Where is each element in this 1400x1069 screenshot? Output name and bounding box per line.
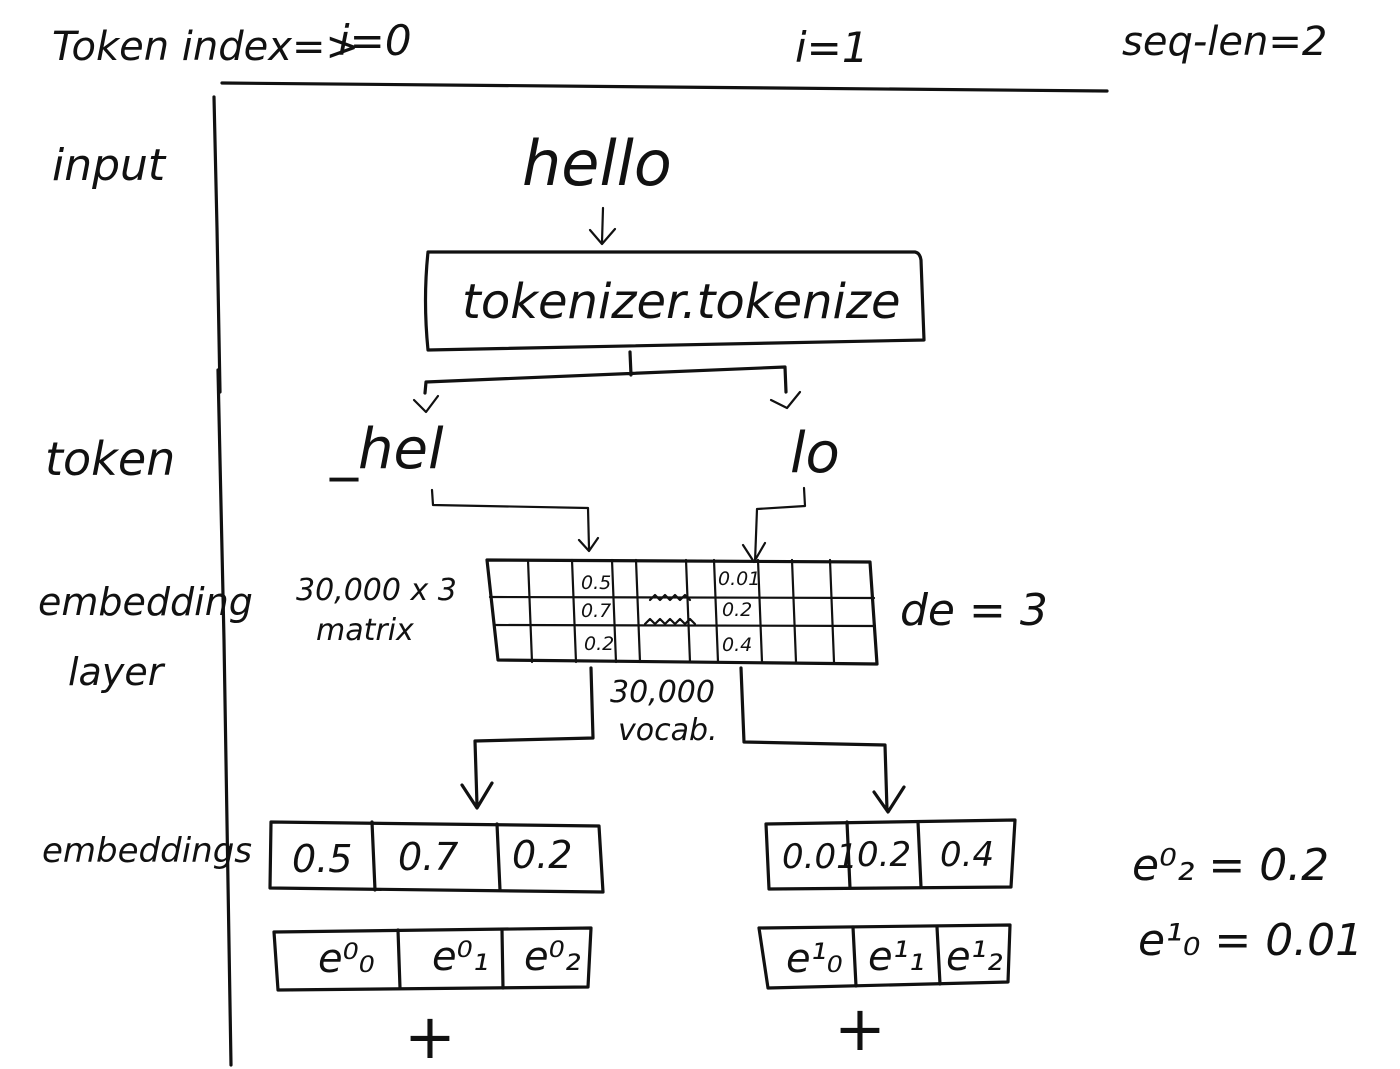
input-word: hello: [522, 127, 672, 200]
matrix-de-label: de = 3: [900, 585, 1048, 636]
split-arrow: [423, 350, 788, 395]
row-label-layer: layer: [68, 650, 166, 694]
vec1-value-0: 0.01: [782, 837, 858, 877]
tokenizer-label: tokenizer.tokenize: [462, 274, 901, 330]
matrix-col0-v1: 0.7: [581, 600, 611, 622]
matrix-vocab-line2: vocab.: [618, 713, 718, 748]
header-underline: [220, 81, 1109, 93]
matrix-col-line: [684, 558, 692, 664]
token-index-i1: i=1: [795, 23, 869, 72]
matrix-col-line: [570, 558, 578, 664]
matrix-col-line: [526, 558, 534, 664]
matrix-row-line: [492, 623, 877, 628]
vec0-symbol-2: e⁰₂: [524, 934, 581, 980]
vector0-value-divider: [370, 820, 377, 892]
row-label-embedding: embedding: [38, 580, 253, 624]
row-label-input: input: [52, 140, 167, 191]
split-arrowhead-left: [412, 394, 440, 414]
vector1-symbol-divider: [935, 925, 942, 986]
matrix-border: [485, 558, 879, 666]
matrix-squiggle-top: [648, 593, 692, 602]
vector1-symbol-box: [757, 923, 1012, 990]
plus-sign-0: +: [404, 1000, 456, 1069]
matrix-col-line: [712, 558, 720, 664]
embedding-vectors: [268, 818, 1017, 992]
seq-len-label: seq-len=2: [1122, 19, 1327, 65]
vec1-value-2: 0.4: [940, 835, 994, 875]
vec1-symbol-1: e¹₁: [868, 934, 925, 980]
split-arrowhead-right: [769, 390, 802, 410]
token-1: lo: [790, 421, 840, 486]
note-0: e⁰₂ = 0.2: [1132, 840, 1329, 891]
matrix-vocab-line1: 30,000: [610, 675, 715, 710]
row-label-token: token: [45, 432, 175, 486]
matrix-col-line: [828, 558, 836, 664]
embedding1-arrow: [739, 666, 906, 814]
note-1: e¹₀ = 0.01: [1138, 915, 1363, 966]
vector1-symbol-divider: [851, 925, 858, 988]
vector0-value-divider: [495, 822, 502, 892]
token-index-label: Token index=>: [52, 24, 359, 70]
matrix-col1-v1: 0.2: [722, 599, 752, 621]
vec0-symbol-0: e⁰₀: [318, 936, 375, 982]
matrix-col-line: [756, 558, 764, 664]
matrix-col0-v0: 0.5: [581, 572, 611, 594]
row-label-embeddings: embeddings: [42, 831, 252, 871]
matrix-col-line: [610, 558, 618, 664]
matrix-size-line2: matrix: [316, 613, 414, 648]
vec1-value-1: 0.2: [857, 835, 911, 875]
vec0-value-0: 0.5: [292, 837, 352, 881]
vec0-symbol-1: e⁰₁: [432, 934, 489, 980]
token0-arrow: [430, 488, 600, 553]
matrix-col-line: [790, 558, 798, 664]
plus-sign-1: +: [834, 992, 886, 1065]
row-divider-lower: [216, 368, 233, 1067]
vector1-value-divider: [845, 820, 852, 890]
vector0-symbol-divider: [396, 928, 402, 990]
embedding-matrix: [485, 558, 879, 666]
row-divider-upper: [212, 95, 222, 394]
vec0-value-2: 0.2: [512, 833, 572, 877]
matrix-size-line1: 30,000 x 3: [296, 573, 457, 608]
vector1-value-divider: [916, 820, 923, 889]
input-arrow: [588, 206, 617, 246]
vec0-value-1: 0.7: [398, 835, 458, 879]
token-0: _hel: [329, 417, 444, 482]
token-index-i0: i=0: [338, 16, 412, 65]
matrix-col-line: [634, 558, 642, 664]
vector0-value-box: [268, 820, 605, 894]
matrix-col0-v2: 0.2: [584, 633, 614, 655]
vector0-symbol-box: [272, 926, 593, 992]
vec1-symbol-0: e¹₀: [786, 936, 843, 982]
matrix-col1-v0: 0.01: [718, 568, 760, 590]
matrix-col1-v2: 0.4: [722, 634, 752, 656]
tokenizer-box: [423, 250, 926, 352]
matrix-squiggle-bottom: [643, 617, 697, 626]
embedding0-arrow: [460, 666, 595, 810]
token1-arrow: [741, 486, 807, 564]
vec1-symbol-2: e¹₂: [946, 934, 1003, 980]
vector1-value-box: [764, 818, 1017, 891]
vector0-symbol-divider: [500, 928, 505, 990]
